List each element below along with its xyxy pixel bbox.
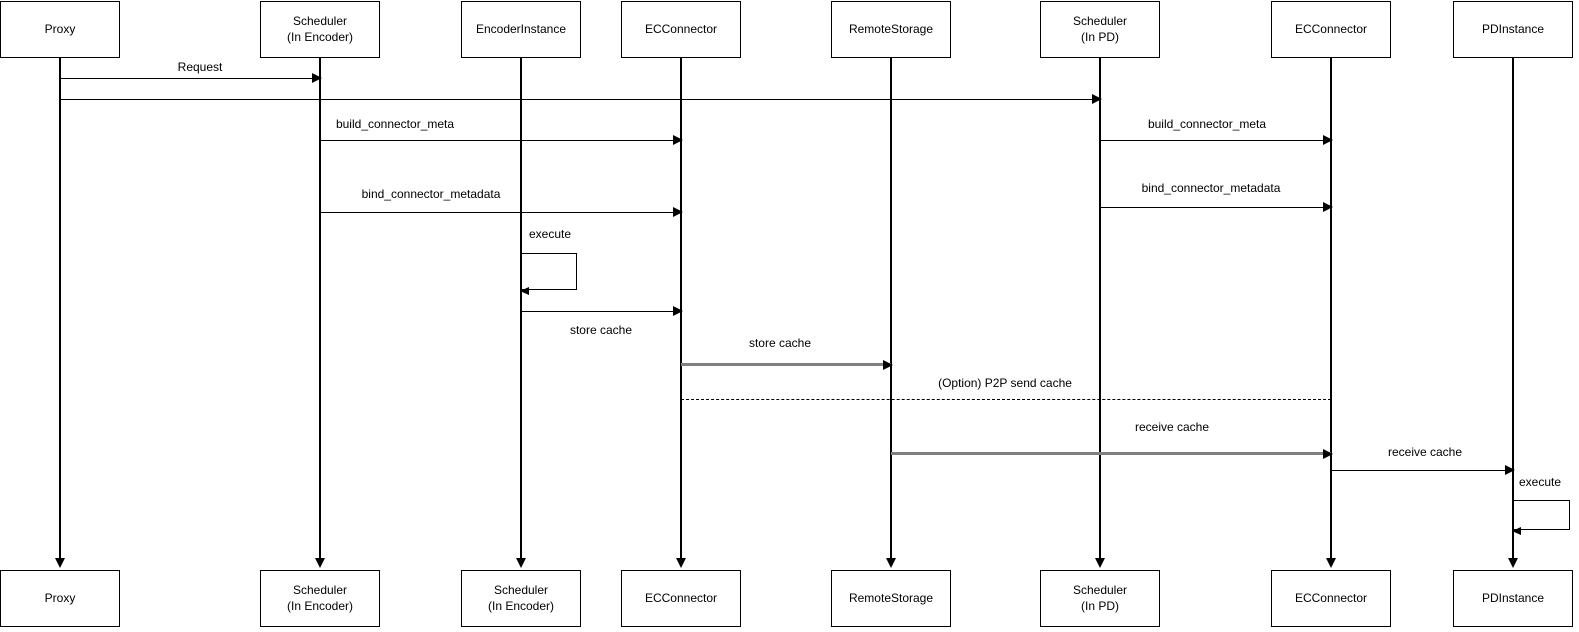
lifeline-end-arrow-scheduler-pd (1095, 558, 1105, 568)
message-label-build-connector-meta-right: build_connector_meta (1147, 117, 1267, 131)
lifeline-end-arrow-ecconnector-left (676, 558, 686, 568)
actor-top-box-pdinstance: PDInstance (1453, 1, 1573, 58)
lifeline-end-arrow-scheduler-encoder (315, 558, 325, 568)
actor-label: Scheduler (In Encoder) (286, 582, 354, 613)
actor-top-box-proxy: Proxy (0, 1, 120, 58)
message-label-p2p-send-cache: (Option) P2P send cache (938, 376, 1072, 390)
actor-bottom-box-ecconnector-left: ECConnector (621, 570, 741, 627)
message-line-p2p-send-cache (681, 399, 1331, 400)
lifeline-proxy (59, 58, 61, 560)
lifeline-end-arrow-encoder-instance (516, 558, 526, 568)
actor-label: ECConnector (1294, 590, 1368, 605)
lifeline-ecconnector-right (1330, 58, 1332, 560)
message-arrow-request (60, 73, 322, 84)
actor-label: PDInstance (1481, 590, 1545, 605)
message-arrow-bind-connector-metadata-right (1100, 202, 1333, 213)
lifeline-scheduler-pd (1099, 58, 1101, 560)
actor-label: Scheduler (In PD) (1072, 582, 1128, 613)
message-arrow-receive-cache-ec-to-pd (1331, 465, 1515, 476)
message-label-store-cache-encoder-to-ec: store cache (569, 323, 633, 337)
lifeline-scheduler-encoder (319, 58, 321, 560)
actor-label: Scheduler (In PD) (1072, 13, 1128, 44)
lifeline-remotestorage (890, 58, 892, 560)
message-arrow-store-cache-ec-to-remote (681, 359, 893, 370)
message-label-execute-pd: execute (1518, 475, 1562, 489)
message-arrow-proxy-to-scheduler-pd (60, 94, 1102, 105)
message-arrow-build-connector-meta-left (320, 135, 683, 146)
actor-label: Proxy (44, 590, 76, 605)
lifeline-pdinstance (1512, 58, 1514, 560)
actor-label: EncoderInstance (475, 21, 567, 36)
message-arrow-receive-cache-remote-to-ec (891, 448, 1333, 459)
message-label-bind-connector-metadata-right: bind_connector_metadata (1141, 181, 1281, 195)
actor-label: RemoteStorage (848, 21, 934, 36)
message-label-build-connector-meta-left: build_connector_meta (335, 117, 455, 131)
actor-bottom-box-scheduler-encoder-2: Scheduler (In Encoder) (461, 570, 581, 627)
message-label-request: Request (177, 60, 223, 74)
actor-bottom-box-scheduler-encoder: Scheduler (In Encoder) (260, 570, 380, 627)
actor-bottom-box-remotestorage: RemoteStorage (831, 570, 951, 627)
actor-top-box-ecconnector-right: ECConnector (1271, 1, 1391, 58)
self-loop-execute-pd (1512, 500, 1570, 535)
message-arrow-build-connector-meta-right (1100, 135, 1333, 146)
actor-label: ECConnector (1294, 21, 1368, 36)
actor-top-box-scheduler-encoder: Scheduler (In Encoder) (260, 1, 380, 58)
actor-label: Scheduler (In Encoder) (487, 582, 555, 613)
lifeline-end-arrow-remotestorage (886, 558, 896, 568)
message-label-store-cache-ec-to-remote: store cache (748, 336, 812, 350)
lifeline-end-arrow-pdinstance (1508, 558, 1518, 568)
self-loop-execute-encoder (520, 253, 577, 295)
actor-bottom-box-pdinstance: PDInstance (1453, 570, 1573, 627)
actor-label: ECConnector (644, 21, 718, 36)
message-label-execute-encoder: execute (528, 227, 572, 241)
actor-top-box-ecconnector-left: ECConnector (621, 1, 741, 58)
message-label-receive-cache-ec-to-pd: receive cache (1387, 445, 1463, 459)
actor-top-box-encoder-instance: EncoderInstance (461, 1, 581, 58)
actor-bottom-box-proxy: Proxy (0, 570, 120, 627)
actor-label: Proxy (44, 21, 76, 36)
message-arrow-store-cache-encoder-to-ec (521, 306, 683, 317)
message-label-receive-cache-remote-to-ec: receive cache (1134, 420, 1210, 434)
actor-top-box-scheduler-pd: Scheduler (In PD) (1040, 1, 1160, 58)
actor-bottom-box-ecconnector-right: ECConnector (1271, 570, 1391, 627)
actor-label: RemoteStorage (848, 590, 934, 605)
actor-label: ECConnector (644, 590, 718, 605)
actor-top-box-remotestorage: RemoteStorage (831, 1, 951, 58)
lifeline-encoder-instance (520, 58, 522, 560)
lifeline-end-arrow-proxy (55, 558, 65, 568)
actor-label: PDInstance (1481, 21, 1545, 36)
message-label-bind-connector-metadata-left: bind_connector_metadata (361, 187, 501, 201)
message-arrow-bind-connector-metadata-left (320, 207, 683, 218)
actor-label: Scheduler (In Encoder) (286, 13, 354, 44)
actor-bottom-box-scheduler-pd: Scheduler (In PD) (1040, 570, 1160, 627)
lifeline-end-arrow-ecconnector-right (1326, 558, 1336, 568)
